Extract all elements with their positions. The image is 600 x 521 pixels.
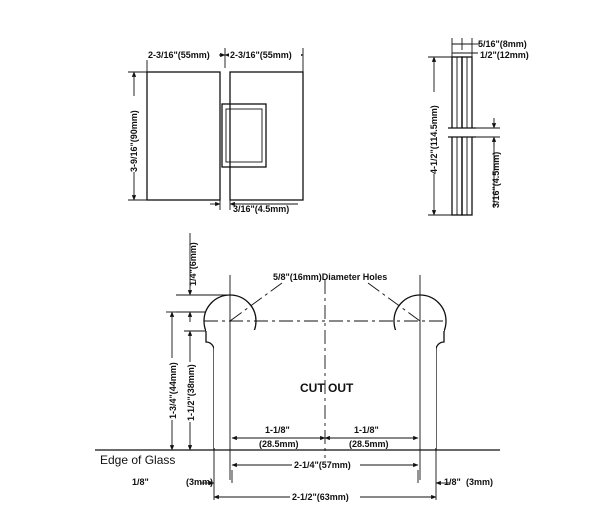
front-hinge-inner bbox=[225, 108, 263, 163]
front-hinge-knuckle bbox=[221, 103, 267, 168]
front-gap-label: 3/16"(4.5mm) bbox=[233, 204, 289, 214]
half-left-bottom-label: (28.5mm) bbox=[259, 439, 299, 449]
half-right-bottom-label: (28.5mm) bbox=[349, 439, 389, 449]
side-view: 3/16"(4.5mm) 4-1/2"(114.5mm) 5/16"(8mm) … bbox=[427, 38, 529, 216]
inner-width-label: 2-1/4"(57mm) bbox=[294, 460, 351, 470]
margin-left-in-label: 1/8" bbox=[132, 477, 149, 487]
half-left-top-label: 1-1/8" bbox=[265, 425, 290, 435]
top-offset-label: 1/4"(6mm) bbox=[188, 242, 198, 286]
left-hole-leader bbox=[229, 282, 283, 322]
cutout-label: CUT OUT bbox=[300, 381, 354, 395]
right-hole-leader bbox=[367, 282, 421, 322]
overall-width-label: 2-1/2"(63mm) bbox=[292, 492, 349, 502]
margin-right-in-label: 1/8" bbox=[444, 477, 461, 487]
side-thickness-outer-label: 5/16"(8mm) bbox=[478, 39, 527, 49]
cutout-view: 5/8"(16mm)Diameter Holes CUT OUT 1/4"(6m… bbox=[95, 233, 500, 502]
front-width-right-label: 2-3/16"(55mm) bbox=[230, 50, 292, 60]
edge-of-glass-label: Edge of Glass bbox=[100, 453, 175, 467]
holes-label: 5/8"(16mm)Diameter Holes bbox=[273, 272, 387, 282]
depth-inner-label: 1-1/2"(38mm) bbox=[186, 364, 196, 421]
side-height-label: 4-1/2"(114.5mm) bbox=[429, 105, 439, 174]
side-gap-label: 3/16"(4.5mm) bbox=[491, 152, 501, 208]
front-left-leaf bbox=[146, 71, 221, 201]
side-thickness-inner-label: 1/2"(12mm) bbox=[480, 50, 529, 60]
front-view: 2-3/16"(55mm) 2-3/16"(55mm) 3-9/16"(90mm… bbox=[127, 48, 304, 214]
depth-outer-label: 1-3/4"(44mm) bbox=[168, 362, 178, 419]
front-width-left-label: 2-3/16"(55mm) bbox=[148, 50, 210, 60]
half-right-top-label: 1-1/8" bbox=[354, 425, 379, 435]
margin-right-mm-label: (3mm) bbox=[466, 477, 493, 487]
front-height-label: 3-9/16"(90mm) bbox=[129, 110, 139, 172]
margin-left-mm-label: (3mm) bbox=[186, 477, 213, 487]
